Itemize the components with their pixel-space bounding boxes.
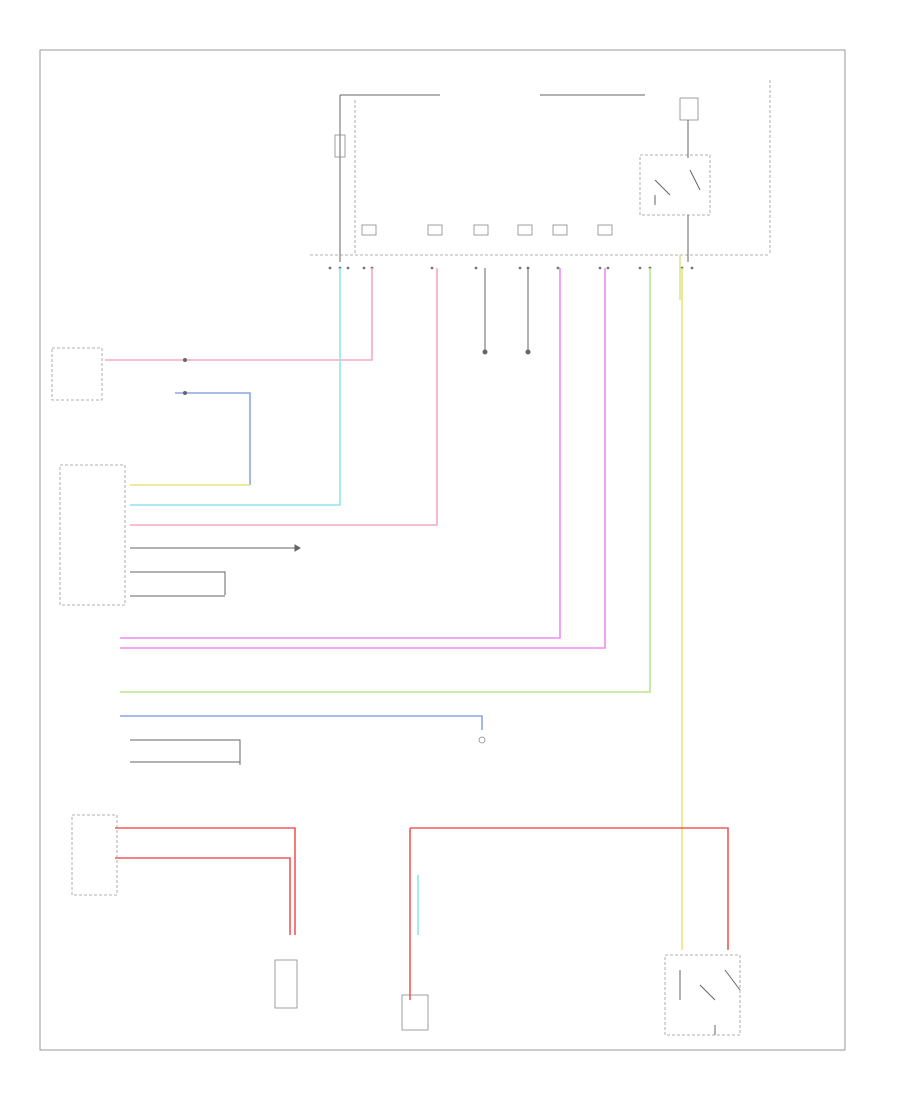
left-components bbox=[51, 347, 187, 896]
arrow-head bbox=[294, 544, 301, 552]
module-terminal-2 bbox=[427, 224, 443, 236]
wire-blue-selector bbox=[175, 392, 251, 485]
module-terminal-5 bbox=[552, 224, 568, 236]
module-terminal-4 bbox=[517, 224, 533, 236]
wire-pink-park-neutral bbox=[105, 268, 373, 361]
bottom-components bbox=[274, 736, 741, 1036]
module-terminal-1 bbox=[361, 224, 377, 236]
fuse-symbol bbox=[334, 134, 346, 158]
splice-point-2 bbox=[183, 391, 187, 395]
wire-black-loop-3 bbox=[130, 739, 241, 765]
wire-red-fuel-a bbox=[115, 827, 296, 935]
wire-red-starter-feed bbox=[410, 827, 729, 950]
ground-point-1 bbox=[482, 349, 488, 355]
relay-contacts bbox=[654, 169, 701, 205]
colored-wires bbox=[105, 255, 729, 1000]
wire-magenta-control-b bbox=[120, 268, 606, 649]
wire-pink-module-feed bbox=[130, 268, 438, 526]
starter-motor bbox=[401, 994, 429, 1031]
wire-cyan-signal bbox=[130, 268, 341, 506]
wire-magenta-control-a bbox=[120, 268, 561, 639]
wire-green-start-signal bbox=[120, 268, 651, 693]
fuel-pump-box bbox=[71, 814, 118, 896]
module-terminal-3 bbox=[473, 224, 489, 236]
ground-point-2 bbox=[525, 349, 531, 355]
wire-red-fuel-b bbox=[115, 857, 291, 935]
black-wires bbox=[130, 268, 531, 765]
starter-relay-contacts bbox=[679, 969, 741, 1035]
diagram-frame bbox=[39, 49, 846, 1051]
wire-blue-range-sensor bbox=[120, 715, 483, 730]
starter-relay-box bbox=[664, 954, 741, 1036]
splice-point-1 bbox=[183, 358, 187, 362]
power-module bbox=[310, 80, 771, 270]
relay-box bbox=[639, 154, 711, 216]
wire-black-loop-1 bbox=[130, 571, 226, 595]
transmission-range-box bbox=[59, 464, 126, 606]
module-connector-pins bbox=[328, 266, 694, 270]
sensor-connector bbox=[478, 736, 486, 744]
module-terminal-6 bbox=[597, 224, 613, 236]
fuel-pump-motor bbox=[274, 959, 298, 1009]
brake-switch-box bbox=[51, 347, 103, 401]
relay-coil-symbol bbox=[679, 97, 699, 121]
